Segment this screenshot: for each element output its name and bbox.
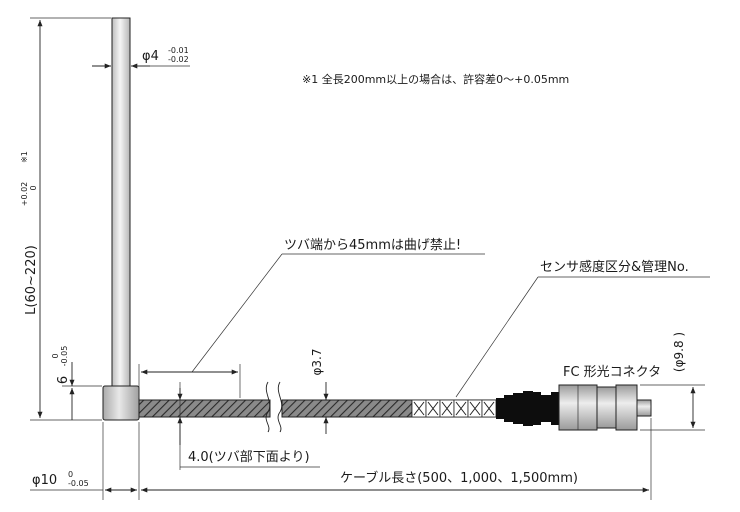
fc-connector: [558, 384, 652, 431]
sensor-label-callout: センサ感度区分&管理No.: [540, 259, 689, 275]
cable-break-mark: [277, 381, 283, 433]
flange-dia-tol-lower: -0.05: [68, 479, 89, 488]
cable-right: [281, 399, 413, 418]
cable-length-label: ケーブル長さ(500、1,000、1,500mm): [340, 470, 578, 486]
tolerance-note: ※1 全長200mm以上の場合は、許容差0〜+0.05mm: [302, 72, 569, 86]
x-mark: [455, 401, 467, 416]
probe-tol-lower: -0.02: [168, 55, 189, 64]
flange-height-tol-lower: -0.05: [60, 346, 69, 367]
flange-offset-label: 4.0(ツバ部下面より): [188, 450, 310, 465]
probe-tol-upper: -0.01: [168, 46, 189, 55]
connector-boot: [496, 391, 559, 426]
x-mark: [413, 401, 425, 416]
bend-warning-label: ツバ端から45mmは曲げ禁止!: [284, 238, 461, 253]
probe-diameter-label: φ4: [142, 49, 159, 64]
probe-rod: [111, 17, 131, 387]
x-mark: [441, 401, 453, 416]
sensor-label-tube: [411, 399, 497, 418]
flange-dia-tol-upper: 0: [68, 470, 73, 479]
x-mark: [469, 401, 481, 416]
flange-height-tol-upper: 0: [51, 353, 60, 358]
cable-left: [138, 399, 271, 418]
length-note-mark: ※1: [20, 151, 29, 163]
length-tol-upper: +0.02: [20, 182, 29, 207]
connector-diameter-label: (φ9.8 ): [672, 332, 686, 372]
x-mark: [483, 401, 495, 416]
cable-break-mark: [265, 381, 271, 433]
flange-diameter-label: φ10: [32, 473, 57, 488]
length-tol-lower: 0: [29, 185, 38, 190]
length-label: L(60~220): [24, 245, 39, 315]
x-mark: [427, 401, 439, 416]
flange: [102, 385, 140, 421]
flange-height-label: 6: [56, 376, 71, 384]
connector-name-label: FC 形光コネクタ: [563, 365, 661, 380]
cable-diameter-label: φ3.7: [310, 349, 324, 376]
